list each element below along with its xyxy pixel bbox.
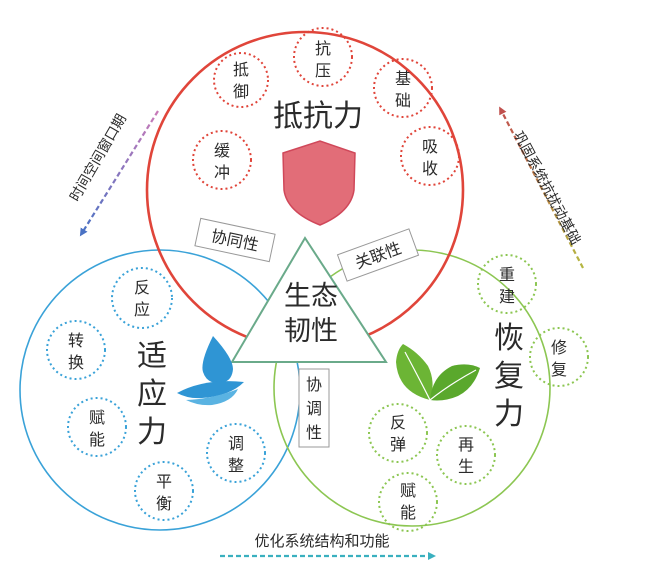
node-char: 转: [68, 331, 84, 350]
bottom-arrow-label: 优化系统结构和功能: [254, 532, 389, 550]
node-char: 弹: [390, 435, 406, 454]
node-char: 御: [233, 82, 249, 101]
center-triangle: [230, 236, 388, 363]
node-char: 收: [422, 159, 438, 178]
resistance-node-5: 吸 收: [400, 126, 460, 186]
adaptability-node-3: 赋 能: [67, 397, 127, 457]
coordination-char: 调: [306, 399, 322, 418]
node-char: 换: [68, 353, 84, 372]
resistance-node-1: 抵 御: [213, 52, 269, 108]
node-char: 生: [458, 457, 474, 476]
resistance-node-4: 缓 冲: [192, 130, 252, 190]
recovery-label-char: 复: [494, 359, 524, 394]
adaptability-label-char: 应: [137, 377, 167, 412]
center-line1: 生态: [284, 281, 338, 312]
shield-icon: [282, 140, 356, 226]
node-char: 冲: [214, 163, 230, 182]
center-line2: 韧性: [284, 316, 338, 347]
resistance-label: 抵抗力: [273, 99, 363, 134]
coordination-char: 协: [306, 375, 322, 394]
node-char: 衡: [156, 494, 172, 513]
recovery-node-3: 反 弹: [368, 403, 428, 463]
node-char: 平: [156, 472, 172, 491]
water-icon: [177, 336, 244, 406]
node-char: 反: [134, 278, 150, 297]
node-char: 应: [134, 300, 150, 319]
right-arrow: [499, 106, 584, 269]
node-char: 建: [499, 287, 515, 306]
coordination-char: 性: [306, 423, 322, 442]
correlation-box: [336, 228, 420, 282]
node-char: 能: [89, 430, 105, 449]
node-char: 基: [395, 69, 411, 88]
right-arrow-label: 巩固系统抗扰动基础: [510, 128, 584, 247]
node-char: 反: [390, 413, 406, 432]
recovery-label-char: 力: [494, 397, 524, 432]
node-char: 调: [228, 434, 244, 453]
node-char: 缓: [214, 141, 230, 160]
adaptability-label-char: 适: [137, 339, 167, 374]
node-char: 整: [228, 456, 244, 475]
node-char: 复: [551, 360, 567, 379]
node-char: 压: [315, 61, 331, 80]
adaptability-node-2: 转 换: [46, 320, 106, 380]
left-arrow-label: 时间空间窗口期: [66, 111, 130, 204]
node-char: 础: [395, 91, 411, 110]
node-char: 能: [400, 503, 416, 522]
recovery-node-4: 再 生: [436, 425, 496, 485]
recovery-node-5: 赋 能: [378, 472, 438, 532]
adaptability-node-4: 调 整: [206, 423, 266, 483]
node-char: 赋: [89, 408, 105, 427]
synergy-box: [194, 217, 276, 263]
node-char: 再: [458, 435, 474, 454]
node-char: 吸: [422, 137, 438, 156]
node-char: 重: [499, 265, 515, 284]
adaptability-node-5: 平 衡: [134, 461, 194, 521]
coordination-box: [298, 368, 330, 448]
node-char: 抗: [315, 39, 331, 58]
adaptability-label-char: 力: [137, 415, 167, 450]
node-char: 赋: [400, 481, 416, 500]
recovery-label-char: 恢: [494, 321, 524, 356]
adaptability-node-1: 反 应: [111, 267, 173, 329]
recovery-node-2: 修 复: [529, 327, 589, 387]
resistance-node-3: 基 础: [373, 58, 433, 118]
resistance-node-2: 抗 压: [293, 27, 353, 87]
node-char: 修: [551, 338, 567, 357]
node-char: 抵: [233, 60, 249, 79]
recovery-node-1: 重 建: [477, 254, 537, 314]
leaf-icon: [396, 344, 480, 401]
